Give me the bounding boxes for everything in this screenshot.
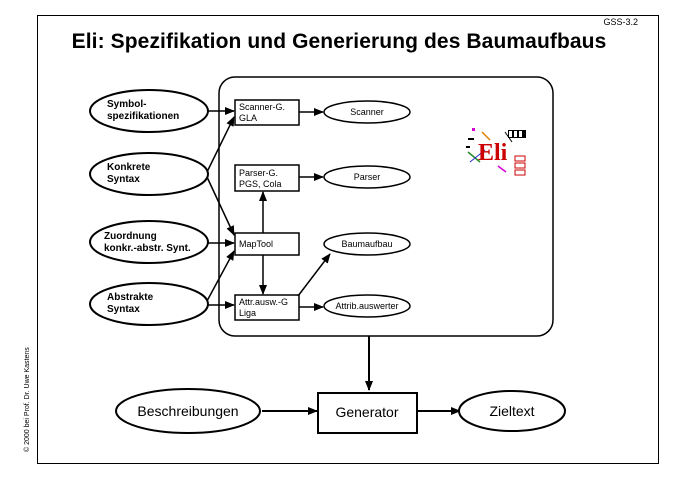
svg-text:Baumaufbau: Baumaufbau: [341, 239, 392, 249]
svg-text:Beschreibungen: Beschreibungen: [137, 403, 238, 419]
svg-text:spezifikationen: spezifikationen: [107, 111, 179, 122]
svg-text:Generator: Generator: [335, 404, 398, 420]
svg-text:Parser: Parser: [354, 172, 381, 182]
tool-scanner-generator: Scanner-G. GLA: [234, 99, 300, 126]
output-baumaufbau: Baumaufbau: [323, 232, 411, 256]
svg-text:Attr.ausw.-G: Attr.ausw.-G: [239, 297, 288, 307]
bottom-generator: Generator: [317, 392, 418, 434]
svg-text:Zieltext: Zieltext: [489, 403, 534, 419]
arrow-abstrakte-to-maptool: [206, 250, 235, 302]
svg-text:Symbol-: Symbol-: [107, 99, 146, 110]
input-zuordnung: Zuordnung konkr.-abstr. Synt.: [89, 220, 209, 264]
svg-text:PGS, Cola: PGS, Cola: [239, 179, 282, 189]
svg-text:Syntax: Syntax: [107, 174, 140, 185]
tool-attribute-evaluator-generator: Attr.ausw.-G Liga: [234, 294, 300, 321]
input-symbolspezifikationen: Symbol- spezifikationen: [89, 89, 209, 133]
eli-logo: Eli: [466, 128, 526, 176]
input-abstrakte-syntax: Abstrakte Syntax: [89, 282, 209, 326]
svg-text:Parser-G.: Parser-G.: [239, 168, 278, 178]
bottom-zieltext: Zieltext: [458, 390, 566, 432]
bottom-beschreibungen: Beschreibungen: [115, 388, 261, 434]
svg-text:Scanner-G.: Scanner-G.: [239, 102, 285, 112]
slide-title: Eli: Spezifikation und Generierung des B…: [71, 30, 607, 53]
svg-text:Scanner: Scanner: [350, 107, 384, 117]
slide-id: GSS-3.2: [603, 17, 638, 27]
eli-system-container: [218, 76, 554, 337]
svg-text:Syntax: Syntax: [107, 304, 140, 315]
svg-text:GLA: GLA: [239, 113, 257, 123]
tool-maptool: MapTool: [234, 232, 300, 256]
slide-frame: [37, 15, 659, 464]
eli-logo-text: Eli: [478, 140, 508, 166]
svg-text:MapTool: MapTool: [239, 239, 273, 249]
svg-text:Attrib.auswerter: Attrib.auswerter: [335, 301, 398, 311]
svg-text:konkr.-abstr. Synt.: konkr.-abstr. Synt.: [104, 243, 191, 254]
arrow-attr-gen-to-baumaufbau: [297, 253, 331, 297]
tool-parser-generator: Parser-G. PGS, Cola: [234, 164, 300, 192]
output-scanner: Scanner: [323, 100, 411, 124]
arrow-konkrete-to-maptool: [206, 176, 235, 236]
svg-text:Konkrete: Konkrete: [107, 162, 151, 173]
arrow-konkrete-to-scanner: [206, 116, 235, 173]
input-konkrete-syntax: Konkrete Syntax: [89, 152, 209, 196]
output-attribute-evaluator: Attrib.auswerter: [323, 294, 411, 318]
svg-text:Abstrakte: Abstrakte: [107, 292, 154, 303]
output-parser: Parser: [323, 165, 411, 189]
svg-text:Zuordnung: Zuordnung: [104, 231, 157, 242]
svg-text:Liga: Liga: [239, 308, 256, 318]
